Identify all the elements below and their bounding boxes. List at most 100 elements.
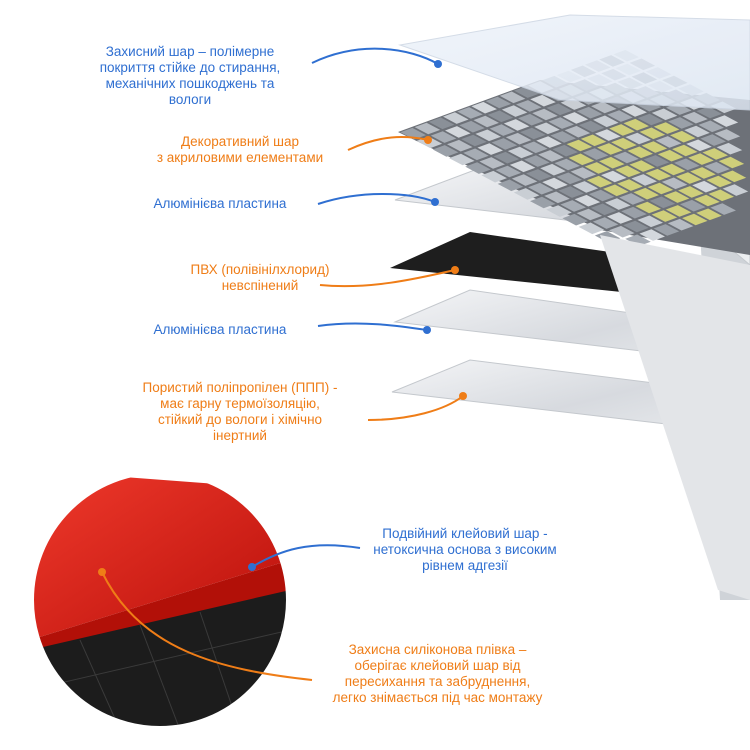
mosaic-tile [676,172,702,184]
mosaic-tile [552,144,578,157]
connector-decorative [347,136,429,151]
mosaic-tile [625,132,651,145]
mosaic-tile [432,145,459,157]
layer-pvc [390,232,750,330]
mosaic-tile [623,220,649,233]
label-aluminium-top: Алюмінієва пластина [153,196,287,211]
mosaic-tile [603,184,629,197]
mosaic-tile [688,153,714,165]
connector-pvc [319,269,456,288]
mosaic-tile [593,115,619,128]
mosaic-tile [653,224,680,236]
connector-porous-pp [367,395,464,421]
mosaic-tile [680,199,706,212]
mosaic-tile [647,182,674,195]
mosaic-tile [633,187,659,200]
mosaic-tile [716,142,743,155]
mosaic-tile [430,131,457,143]
mosaic-tile [511,174,538,186]
mosaic-tile [499,91,526,104]
mosaic-tile [678,186,704,198]
mosaic-tile [528,182,554,195]
mosaic-tile [601,170,627,183]
label-pvc-layer: ПВХ (полівінілхлорид) невспінений [190,262,330,293]
magnified-detail [32,472,288,728]
mosaic-tile [651,210,678,222]
mosaic-tile [597,143,623,155]
mosaic-tile [590,203,617,216]
mosaic-tile [609,225,635,238]
mosaic-tile [595,129,621,141]
mosaic-tile [520,127,546,140]
mosaic-tile [414,122,441,135]
mosaic-tile [495,165,522,178]
mosaic-tile [463,148,489,161]
mosaic-tile [629,160,655,172]
mosaic-tile [607,110,633,122]
mosaic-tile [698,120,724,133]
mosaic-tile [613,151,639,164]
connector-silicone [101,571,313,681]
mosaic-tile [653,122,680,134]
mosaic-tile [530,94,556,107]
mosaic-tile [574,194,601,207]
mosaic-tile [443,112,469,124]
mosaic-tile [576,106,603,119]
mosaic-tile [621,105,647,117]
mosaic-tile [428,117,455,130]
mosaic-tile [635,201,661,214]
mosaic-tile [461,134,487,147]
mosaic-tile [479,157,505,169]
mosaic-tile [637,113,664,126]
connector-aluminium-bottom [317,322,428,331]
mosaic-tile [449,153,475,166]
mosaic-tile [465,162,491,174]
mosaic-tile [609,124,635,136]
stack-front-face [600,235,750,600]
mosaic-tile [643,155,670,167]
mosaic-tile [690,167,716,179]
mosaic-tile [696,106,722,119]
mosaic-tile [544,191,570,204]
mosaic-tile [524,155,550,167]
mosaic-tile [481,170,507,183]
mosaic-tile [712,115,739,127]
mosaic-tile [546,103,572,116]
mosaic-tile [475,129,501,142]
mosaic-tile [400,127,426,140]
mosaic-tile [459,120,485,133]
mosaic-tile [562,213,588,226]
mosaic-tile [621,206,647,219]
mosaic-tile [518,113,544,126]
label-aluminium-bottom: Алюмінієва пластина [153,322,287,337]
mosaic-tile [568,153,595,166]
mosaic-tile [619,193,645,205]
mosaic-tile [615,165,641,178]
mosaic-tile [667,218,694,231]
mosaic-tile [592,217,619,229]
mosaic-tile [445,126,471,138]
label-silicone-film: Захисна силіконова плівка – оберігає кле… [332,642,543,705]
mosaic-tile [536,136,562,148]
mosaic-tile [591,101,617,114]
mosaic-tile [718,156,745,169]
mosaic-tile [505,132,532,145]
mosaic-tile [487,110,514,123]
layer-protective [398,14,750,111]
mosaic-tile [578,120,605,133]
mosaic-tile [516,100,542,112]
mosaic-tile [639,127,666,140]
mosaic-tile [570,167,597,179]
mosaic-tile [641,141,668,153]
mosaic-tile [556,172,582,185]
mosaic-tile [526,169,552,181]
connector-protective [311,47,439,65]
magnifier-ring [30,470,290,730]
mosaic-tile [534,122,560,135]
mosaic-tile [562,112,589,124]
mosaic-tile [548,117,574,129]
mosaic-tile [477,143,503,155]
mosaic-tile [572,181,599,193]
mosaic-tile [645,168,672,181]
